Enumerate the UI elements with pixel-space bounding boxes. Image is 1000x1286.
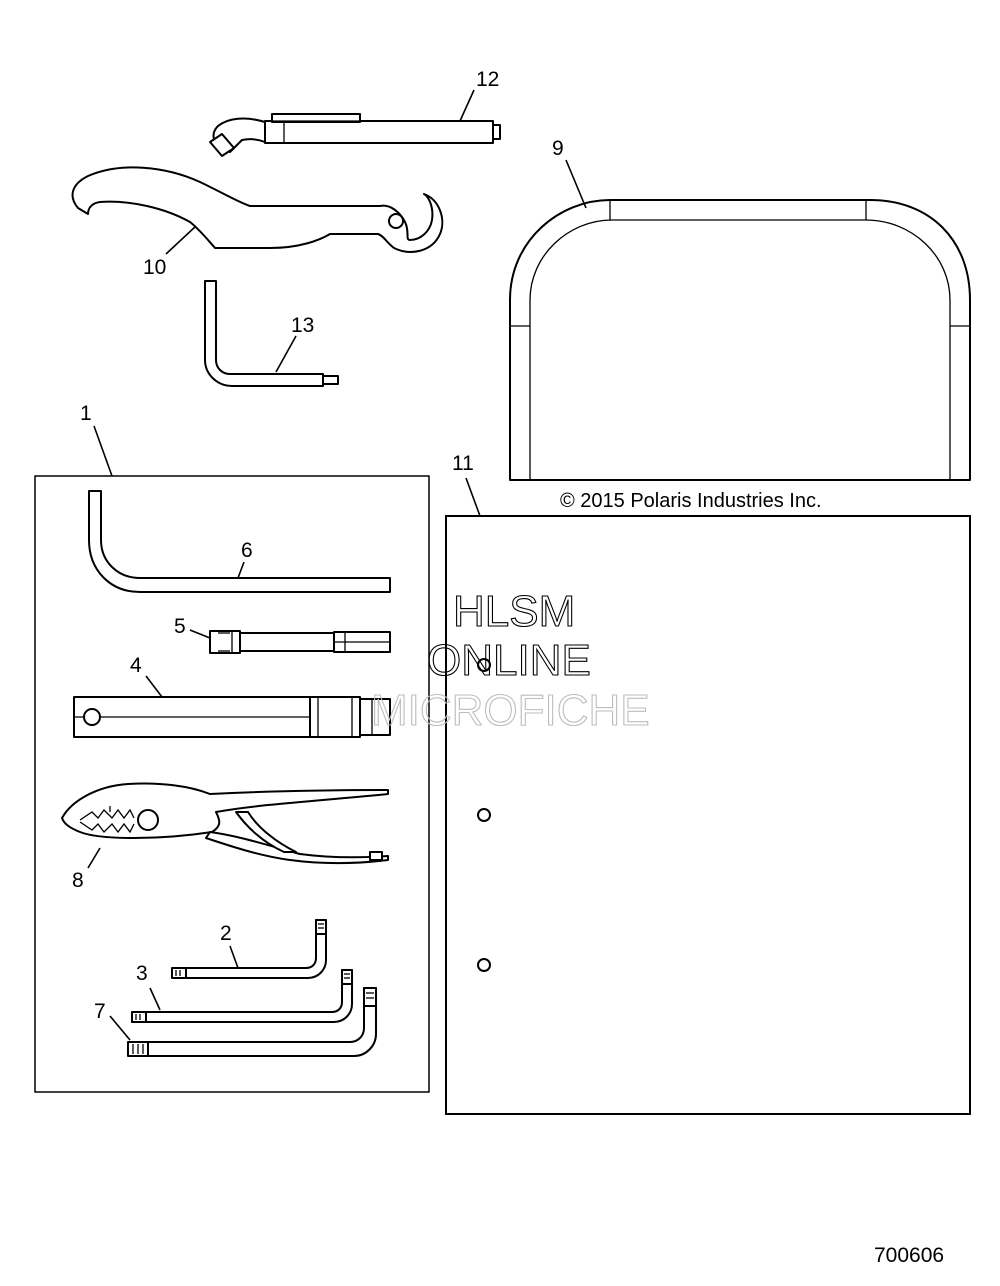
callout-1: 1 [80,402,92,425]
part-8-pliers [61,782,389,864]
watermark-line-1: HLSM [453,587,575,636]
callout-3: 3 [136,962,148,985]
part-4-plug-wrench [73,696,391,738]
part-13-l-wrench [204,280,339,387]
callout-2: 2 [220,922,232,945]
part-1-tool-kit-frame [34,475,430,1093]
part-6-hex-key [88,490,391,593]
part-7-torx-key [127,987,377,1057]
callout-7: 7 [94,1000,106,1023]
part-9-tool-pouch [509,199,971,481]
document-number: 700606 [874,1244,944,1267]
part-3-torx-key [131,969,353,1023]
callout-5: 5 [174,615,186,638]
part-12-pressure-gauge [209,113,501,157]
watermark: HLSM ONLINE MICROFICHE [370,586,650,735]
watermark-line-2: ONLINE [427,636,591,685]
callout-13: 13 [291,314,314,337]
callout-10: 10 [143,256,166,279]
callout-9: 9 [552,137,564,160]
part-11-owners-manual [445,515,971,1115]
part-5-socket-extension [209,630,391,654]
callout-8: 8 [72,869,84,892]
copyright-notice: © 2015 Polaris Industries Inc. [560,490,822,512]
part-2-torx-key [171,919,327,979]
callout-6: 6 [241,539,253,562]
callout-11: 11 [452,452,474,475]
part-10-spanner-wrench [71,166,444,253]
watermark-line-3: MICROFICHE [371,686,650,735]
callout-12: 12 [476,68,499,91]
callout-4: 4 [130,654,142,677]
